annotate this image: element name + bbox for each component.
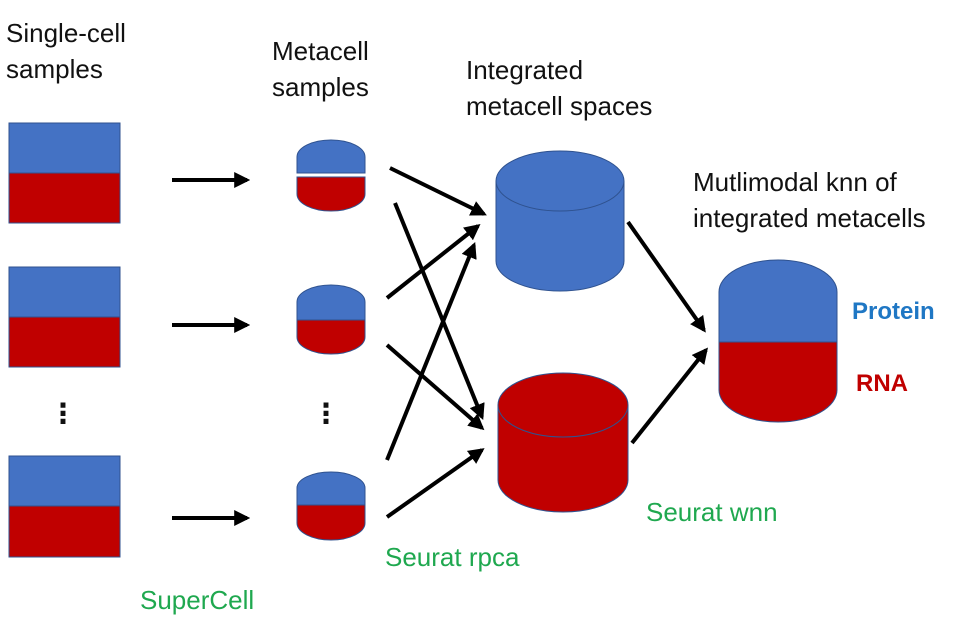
metacell-cylinder-3	[296, 471, 366, 541]
single-cell-sample-3	[8, 455, 121, 558]
rpca-arrows	[385, 166, 487, 519]
rpca-arrow-1-top	[389, 166, 487, 216]
multimodal-knn-cylinder	[718, 259, 838, 423]
metacell-samples-label: Metacell samples	[272, 33, 369, 105]
metacell-label-line2: samples	[272, 72, 369, 102]
integrated-label-line1: Integrated	[466, 55, 584, 85]
ellipsis-single-cell: ⋮	[49, 398, 77, 429]
metacell-cylinder-1	[296, 139, 366, 212]
single-cell-label-line2: samples	[6, 54, 103, 84]
supercell-label: SuperCell	[140, 585, 255, 615]
seurat-wnn-label: Seurat wnn	[646, 497, 778, 527]
single-cell-sample-2	[8, 266, 121, 368]
integrated-label-line2: metacell spaces	[466, 91, 653, 121]
metacell-cylinder-2	[296, 284, 366, 355]
rpca-arrow-2-bottom	[385, 343, 485, 431]
multimodal-knn-label: Mutlimodal knn of integrated metacells	[693, 164, 926, 236]
seurat-rpca-label: Seurat rpca	[385, 542, 520, 572]
ellipsis-metacell: ⋮	[312, 398, 340, 429]
rpca-arrow-3-bottom	[385, 448, 485, 519]
integrated-rna-cylinder	[497, 372, 629, 513]
rpca-arrow-1-bottom	[393, 202, 485, 420]
protein-label: Protein	[852, 298, 935, 325]
knn-label-line2: integrated metacells	[693, 203, 926, 233]
integrated-protein-cylinder	[495, 150, 625, 292]
rpca-arrow-2-top	[385, 224, 481, 300]
integrated-spaces-label: Integrated metacell spaces	[466, 52, 652, 124]
single-cell-sample-1	[8, 122, 121, 224]
knn-label-line1: Mutlimodal knn of	[693, 167, 897, 197]
single-cell-samples-label: Single-cell samples	[6, 15, 126, 87]
rna-label: RNA	[856, 370, 908, 397]
single-cell-label-line1: Single-cell	[6, 18, 126, 48]
metacell-label-line1: Metacell	[272, 36, 369, 66]
wnn-arrow-protein	[626, 220, 706, 333]
wnn-arrow-rna	[630, 347, 708, 445]
rpca-arrow-3-top	[385, 242, 477, 461]
